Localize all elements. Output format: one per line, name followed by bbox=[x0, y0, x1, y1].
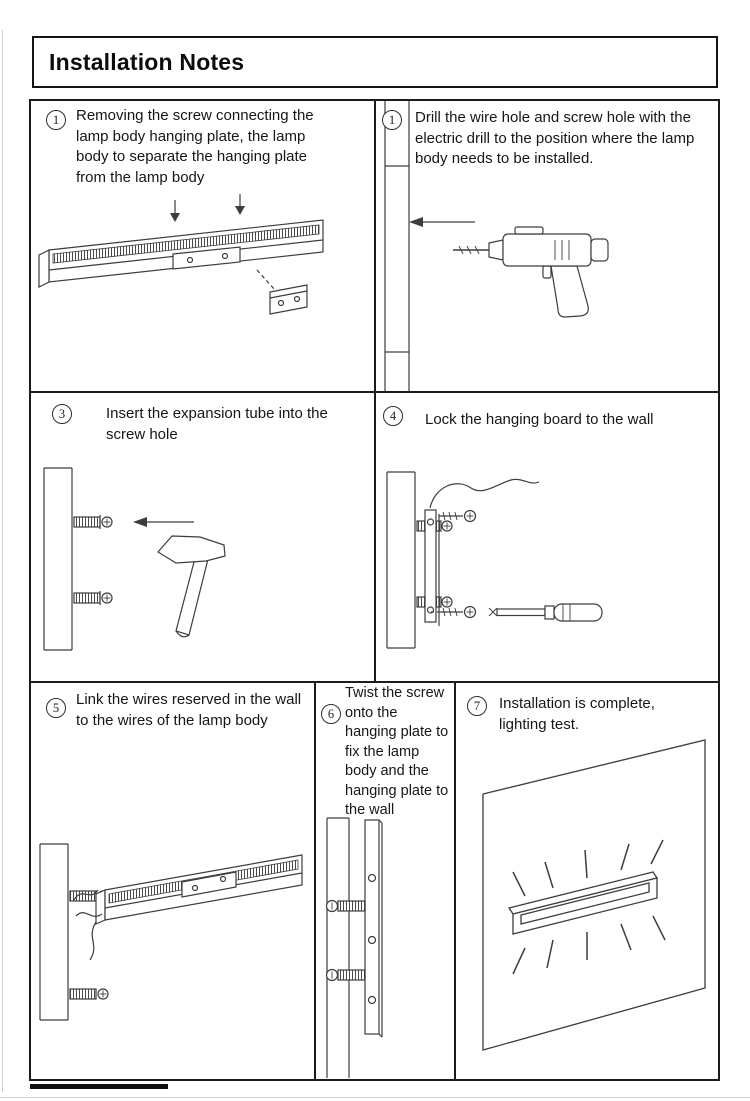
lamp-body bbox=[38, 219, 324, 288]
grid-line-row3-b bbox=[454, 681, 456, 1081]
wire-line bbox=[73, 889, 103, 961]
hammer-icon bbox=[157, 535, 226, 638]
step-panel-7: 7 Installation is complete, lighting tes… bbox=[455, 682, 720, 1080]
wall-lamp bbox=[507, 871, 659, 935]
grid-line-row3-a bbox=[314, 681, 316, 1081]
screwdriver-icon bbox=[488, 603, 603, 622]
light-rays bbox=[512, 839, 666, 975]
screw-icon bbox=[325, 899, 366, 913]
drill-at-wall-illustration bbox=[384, 101, 609, 391]
step-text: Lock the hanging board to the wall bbox=[425, 411, 654, 428]
expansion-tube-icon bbox=[69, 988, 109, 1000]
electric-drill-icon bbox=[453, 226, 609, 318]
grid-line-bottom bbox=[29, 1079, 720, 1081]
title-box: Installation Notes bbox=[32, 36, 718, 88]
step-number-badge: 7 bbox=[467, 696, 487, 716]
scan-bottom-mark bbox=[30, 1084, 168, 1089]
step-panel-1: 1 Removing the screw connecting the lamp… bbox=[30, 100, 375, 392]
step-text: Insert the expansion tube into the screw… bbox=[106, 405, 328, 443]
hanging-board bbox=[424, 509, 440, 626]
wall-strip bbox=[384, 101, 410, 391]
grid-line-mid-vertical bbox=[374, 99, 376, 683]
step-text: Drill the wire hole and screw hole with … bbox=[415, 109, 695, 168]
wall-strip bbox=[43, 467, 73, 651]
scan-edge-line bbox=[2, 30, 3, 1092]
screw-removal-arrows-icon bbox=[170, 194, 245, 222]
screws-into-hanging-plate-illustration bbox=[325, 817, 383, 1078]
expansion-tube-hammer-illustration bbox=[43, 467, 226, 651]
wall-strip bbox=[39, 843, 69, 1021]
wall-strip bbox=[386, 471, 416, 649]
screw-icon bbox=[431, 605, 477, 619]
step-panel-2: 1 Drill the wire hole and screw hole wit… bbox=[375, 100, 720, 392]
wall-strip bbox=[326, 817, 350, 1078]
step-panel-5: 5 Link the wires reserved in the wall to… bbox=[30, 682, 315, 1080]
scan-bottom-line bbox=[0, 1097, 750, 1098]
step-text: Twist the screw onto the hanging plate t… bbox=[345, 685, 449, 819]
hanging-plate bbox=[269, 284, 308, 315]
step-text: Removing the screw connecting the lamp b… bbox=[76, 107, 314, 187]
step-panel-6: 6 Twist the screw onto the hanging plate… bbox=[315, 682, 455, 1080]
step-number-badge: 6 bbox=[321, 704, 341, 724]
left-arrow-icon bbox=[409, 217, 475, 227]
step-text: Link the wires reserved in the wall to t… bbox=[76, 691, 302, 729]
step-text: Installation is complete, lighting test. bbox=[499, 695, 655, 733]
left-arrow-icon bbox=[133, 517, 194, 527]
step-panel-4: 4 Lock the hanging board to the wall bbox=[375, 392, 720, 682]
step-number-badge: 1 bbox=[382, 110, 402, 130]
step-number-badge: 5 bbox=[46, 698, 66, 718]
wire-line bbox=[429, 478, 540, 509]
lamp-body bbox=[95, 854, 303, 925]
grid-line-left bbox=[29, 99, 31, 1081]
hanging-board-screwdriver-illustration bbox=[386, 471, 603, 649]
step-panel-3: 3 Insert the expansion tube into the scr… bbox=[30, 392, 375, 682]
expansion-tube-icon bbox=[73, 515, 113, 529]
hanging-plate bbox=[364, 819, 383, 1038]
step-number-badge: 3 bbox=[52, 404, 72, 424]
lamp-body-and-hanging-plate-illustration bbox=[38, 194, 324, 315]
wires-to-lamp-illustration bbox=[39, 843, 303, 1021]
expansion-tube-icon bbox=[73, 591, 113, 605]
page-title: Installation Notes bbox=[49, 48, 245, 75]
step-number-badge: 4 bbox=[383, 406, 403, 426]
screw-icon bbox=[439, 509, 477, 523]
screw-icon bbox=[325, 968, 366, 982]
step-number-badge: 1 bbox=[46, 110, 66, 130]
grid-line-right bbox=[718, 99, 720, 1081]
lighting-test-illustration bbox=[482, 739, 706, 1051]
leader-line bbox=[256, 269, 276, 291]
